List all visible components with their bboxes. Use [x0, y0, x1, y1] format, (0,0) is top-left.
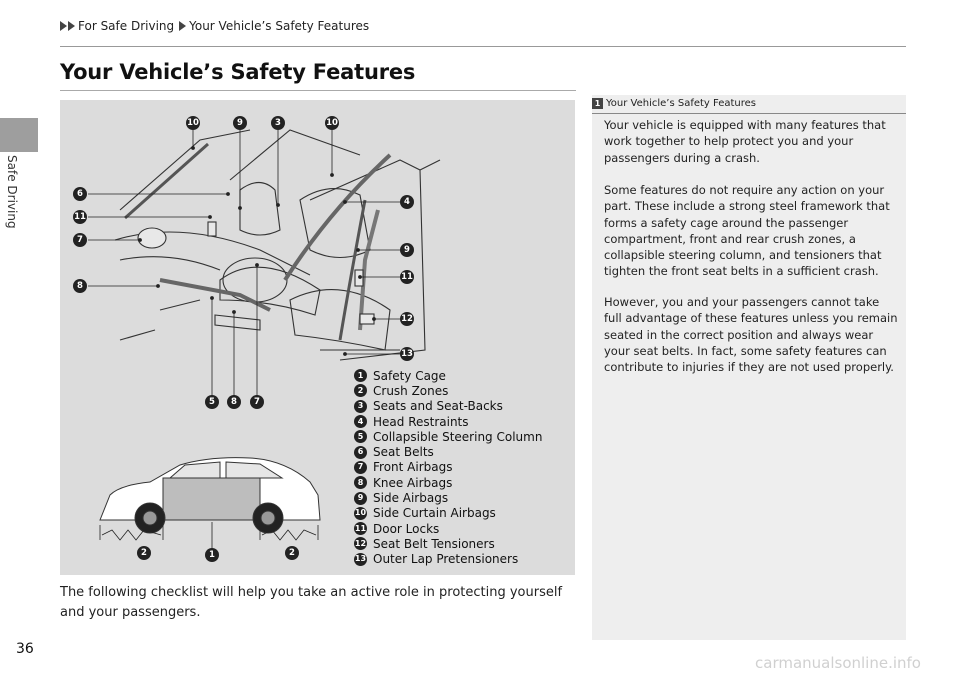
breadcrumb-arrow-icon: [179, 21, 187, 31]
sidebar-note: 1 Your Vehicle’s Safety Features Your ve…: [592, 95, 906, 640]
figure-legend: 1 Safety Cage 2 Crush Zones 3 Seats and Sea…: [354, 368, 542, 567]
vehicle-interior-drawing: [88, 129, 441, 548]
legend-number: 2: [354, 384, 367, 398]
legend-label: Knee Airbags: [373, 475, 453, 490]
legend-item: 6 Seat Belts: [354, 444, 542, 459]
callout-1: 1: [205, 548, 219, 562]
header-divider: [60, 46, 906, 47]
legend-item: 7 Front Airbags: [354, 460, 542, 475]
breadcrumb-arrow-icon: [60, 21, 67, 31]
callout-12: 12: [400, 312, 414, 326]
legend-number: 13: [354, 552, 367, 566]
callout-5: 5: [205, 395, 219, 409]
legend-number: 3: [354, 399, 367, 413]
legend-label: Side Curtain Airbags: [373, 506, 496, 521]
legend-item: 8 Knee Airbags: [354, 475, 542, 490]
legend-label: Collapsible Steering Column: [373, 429, 543, 444]
note-heading: 1 Your Vehicle’s Safety Features: [592, 98, 756, 109]
note-heading-text: Your Vehicle’s Safety Features: [606, 98, 757, 109]
callout-10: 10: [325, 116, 339, 130]
callout-11: 11: [400, 270, 414, 284]
callout-3: 3: [271, 116, 285, 130]
legend-label: Front Airbags: [373, 460, 453, 475]
car-side-view: [99, 457, 321, 534]
side-tab-marker: [0, 118, 38, 152]
callout-6: 6: [73, 187, 87, 201]
legend-item: 9 Side Airbags: [354, 490, 542, 505]
page-number: 36: [16, 641, 34, 657]
note-paragraph: Your vehicle is equipped with many featu…: [604, 118, 886, 165]
note-paragraph: Some features do not require any action …: [604, 183, 890, 279]
callout-13: 13: [400, 347, 414, 361]
legend-number: 5: [354, 430, 367, 444]
legend-number: 7: [354, 460, 367, 474]
legend-number: 10: [354, 506, 367, 520]
body-paragraph: The following checklist will help you ta…: [60, 585, 563, 620]
note-paragraph: However, you and your passengers cannot …: [604, 295, 898, 375]
side-tab: Safe Driving: [0, 0, 38, 678]
legend-item: 4 Head Restraints: [354, 414, 542, 429]
legend-item: 1 Safety Cage: [354, 368, 542, 383]
breadcrumb-item-safe-driving[interactable]: For Safe Driving: [78, 19, 175, 33]
callout-8: 8: [73, 279, 87, 293]
legend-number: 12: [354, 537, 367, 551]
legend-item: 12 Seat Belt Tensioners: [354, 536, 542, 551]
callout-2: 2: [285, 546, 299, 560]
legend-item: 2 Crush Zones: [354, 383, 542, 398]
callout-7: 7: [250, 395, 264, 409]
callout-9: 9: [233, 116, 247, 130]
callout-7: 7: [73, 233, 87, 247]
note-divider: [592, 113, 906, 114]
legend-item: 5 Collapsible Steering Column: [354, 429, 542, 444]
legend-number: 11: [354, 522, 367, 536]
legend-label: Seat Belt Tensioners: [373, 536, 495, 551]
breadcrumb: For Safe Driving Your Vehicle’s Safety F…: [60, 19, 374, 33]
legend-label: Seat Belts: [373, 445, 434, 460]
legend-item: 3 Seats and Seat-Backs: [354, 399, 542, 414]
callout-10: 10: [186, 116, 200, 130]
side-tab-label: Safe Driving: [5, 155, 19, 229]
legend-label: Safety Cage: [373, 368, 446, 383]
legend-label: Door Locks: [373, 521, 440, 536]
callout-2: 2: [137, 546, 151, 560]
safety-features-illustration: 10 9 3 10 6 11 7 8 4 9 11 12 13 5 8 7 2 …: [60, 100, 575, 575]
breadcrumb-item-safety-features[interactable]: Your Vehicle’s Safety Features: [189, 19, 370, 33]
callout-4: 4: [400, 195, 414, 209]
legend-label: Seats and Seat-Backs: [373, 399, 503, 414]
legend-number: 6: [354, 445, 367, 459]
legend-item: 11 Door Locks: [354, 521, 542, 536]
callout-11: 11: [73, 210, 87, 224]
legend-label: Side Airbags: [373, 491, 449, 506]
legend-number: 4: [354, 415, 367, 429]
legend-item: 10 Side Curtain Airbags: [354, 506, 542, 521]
page-title: Your Vehicle’s Safety Features: [60, 60, 416, 84]
note-marker-icon: 1: [592, 98, 603, 109]
callout-8: 8: [227, 395, 241, 409]
legend-label: Head Restraints: [373, 414, 469, 429]
breadcrumb-arrow-icon: [68, 21, 75, 31]
legend-number: 1: [354, 369, 367, 383]
watermark: carmanualsonline.info: [755, 654, 921, 672]
legend-number: 8: [354, 476, 367, 490]
legend-label: Crush Zones: [373, 383, 449, 398]
legend-number: 9: [354, 491, 367, 505]
legend-label: Outer Lap Pretensioners: [373, 552, 519, 567]
title-divider: [60, 90, 576, 91]
legend-item: 13 Outer Lap Pretensioners: [354, 552, 542, 567]
callout-9: 9: [400, 243, 414, 257]
